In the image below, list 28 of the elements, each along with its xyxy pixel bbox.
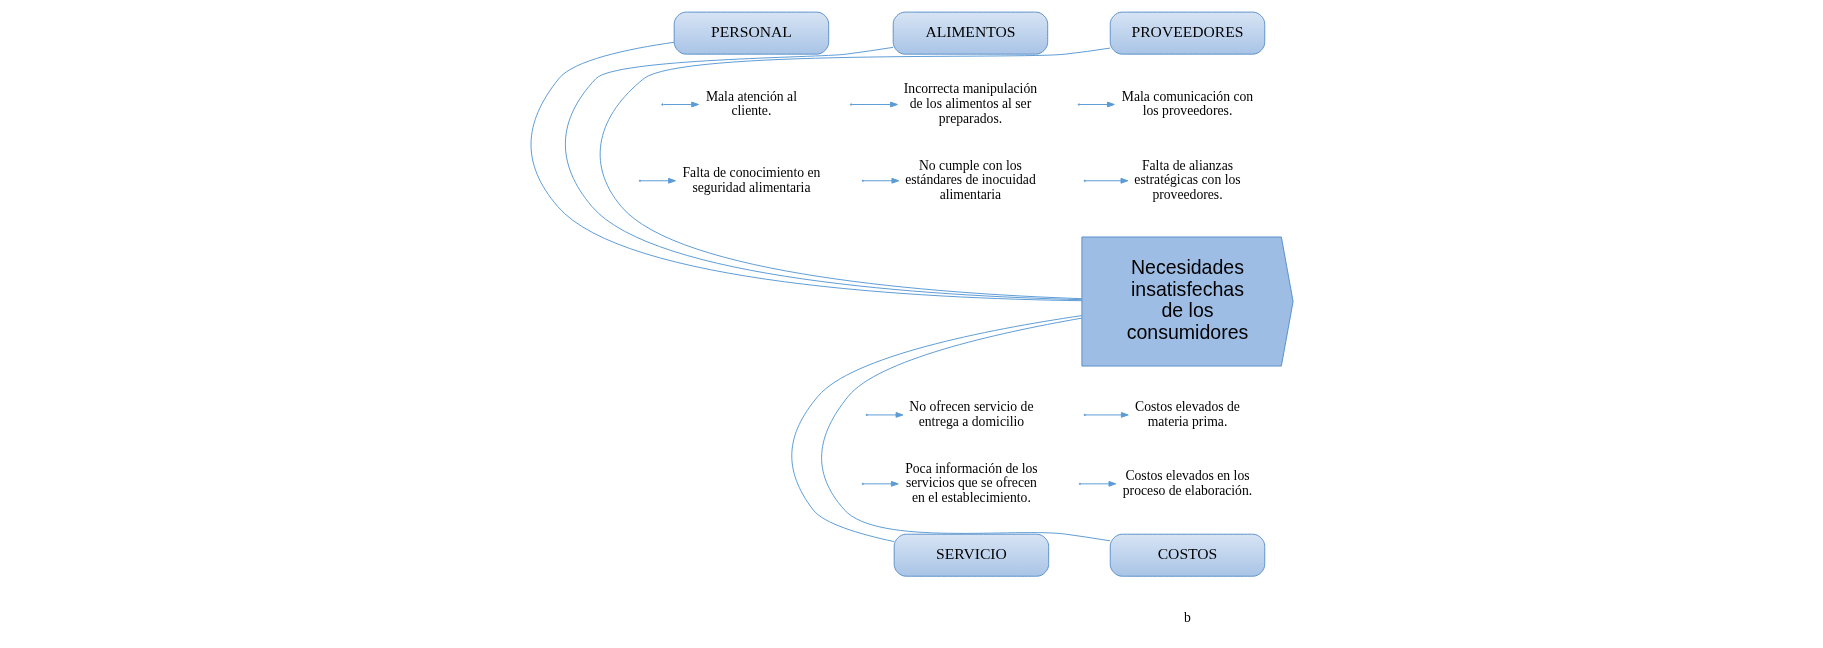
arrow bbox=[862, 177, 899, 184]
arrow bbox=[851, 101, 898, 108]
node-box: PERSONAL bbox=[673, 11, 829, 55]
node-text: Mala atención al cliente. bbox=[705, 88, 797, 119]
connector bbox=[820, 317, 1110, 542]
node-box: SERVICIO bbox=[893, 533, 1049, 577]
node-text: Falta de alianzas estratégicas con los proveedores. bbox=[1133, 157, 1241, 203]
node-text: No cumple con los estándares de inocuidad alimentaria bbox=[904, 157, 1036, 203]
arrow bbox=[1084, 177, 1128, 184]
node-box: PROVEEDORES bbox=[1109, 11, 1265, 55]
node-text: Falta de conocimiento en seguridad alimentaria bbox=[682, 165, 820, 195]
arrow bbox=[662, 101, 699, 108]
arrow bbox=[866, 412, 903, 418]
label: b bbox=[1183, 609, 1191, 625]
node-text: Costos elevados de materia prima. bbox=[1134, 399, 1240, 429]
node-text: Costos elevados en los proceso de elaboración. bbox=[1122, 468, 1252, 498]
node-text: No ofrecen servicio de entrega a domicilio bbox=[908, 399, 1033, 429]
arrow bbox=[1078, 101, 1115, 108]
node-box: ALIMENTOS bbox=[892, 11, 1048, 55]
arrow bbox=[862, 480, 899, 487]
arrow bbox=[1079, 480, 1116, 487]
arrow bbox=[639, 177, 676, 184]
node-text: Poca información de los servicios que se ofrecen en el establecimiento. bbox=[904, 460, 1038, 506]
node-text: Incorrecta manipulación de los alimentos al ser preparados. bbox=[903, 81, 1037, 126]
node-box: COSTOS bbox=[1109, 533, 1265, 577]
node-text: Mala comunicación con los proveedores. bbox=[1121, 88, 1253, 119]
connector bbox=[790, 315, 1082, 543]
arrow bbox=[1084, 412, 1129, 418]
